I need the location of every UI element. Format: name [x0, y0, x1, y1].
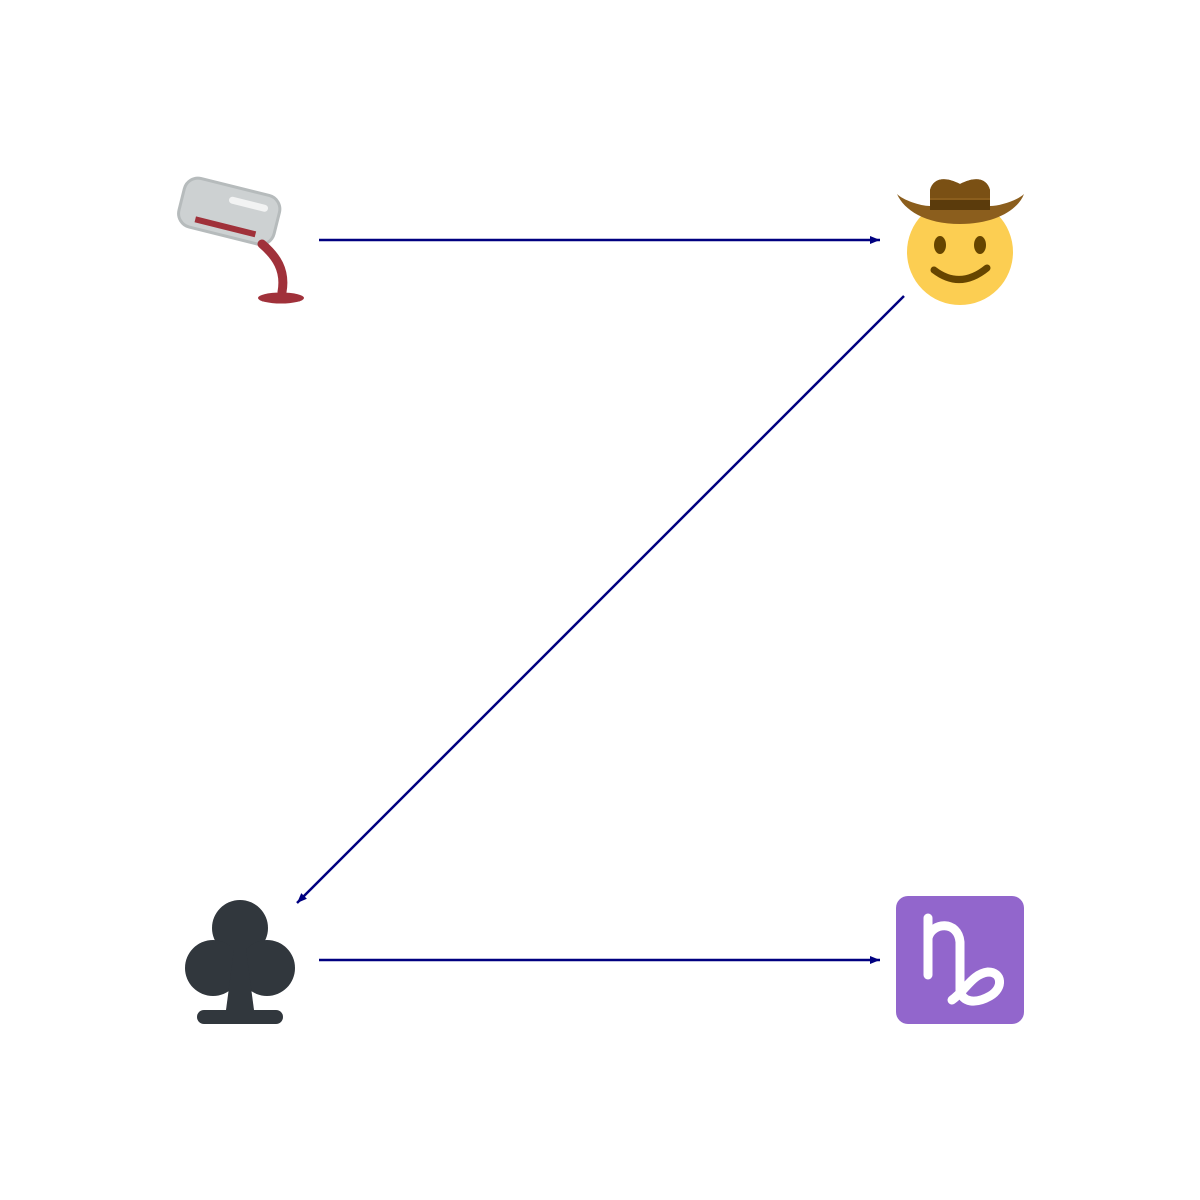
- capricorn-icon: [896, 896, 1024, 1024]
- cowboy-hat-face-icon: [897, 179, 1024, 305]
- edge-cowboy-face-to-club-suit: [296, 295, 905, 904]
- pouring-liquid-icon: [177, 176, 304, 304]
- club-suit-icon: [185, 900, 295, 1024]
